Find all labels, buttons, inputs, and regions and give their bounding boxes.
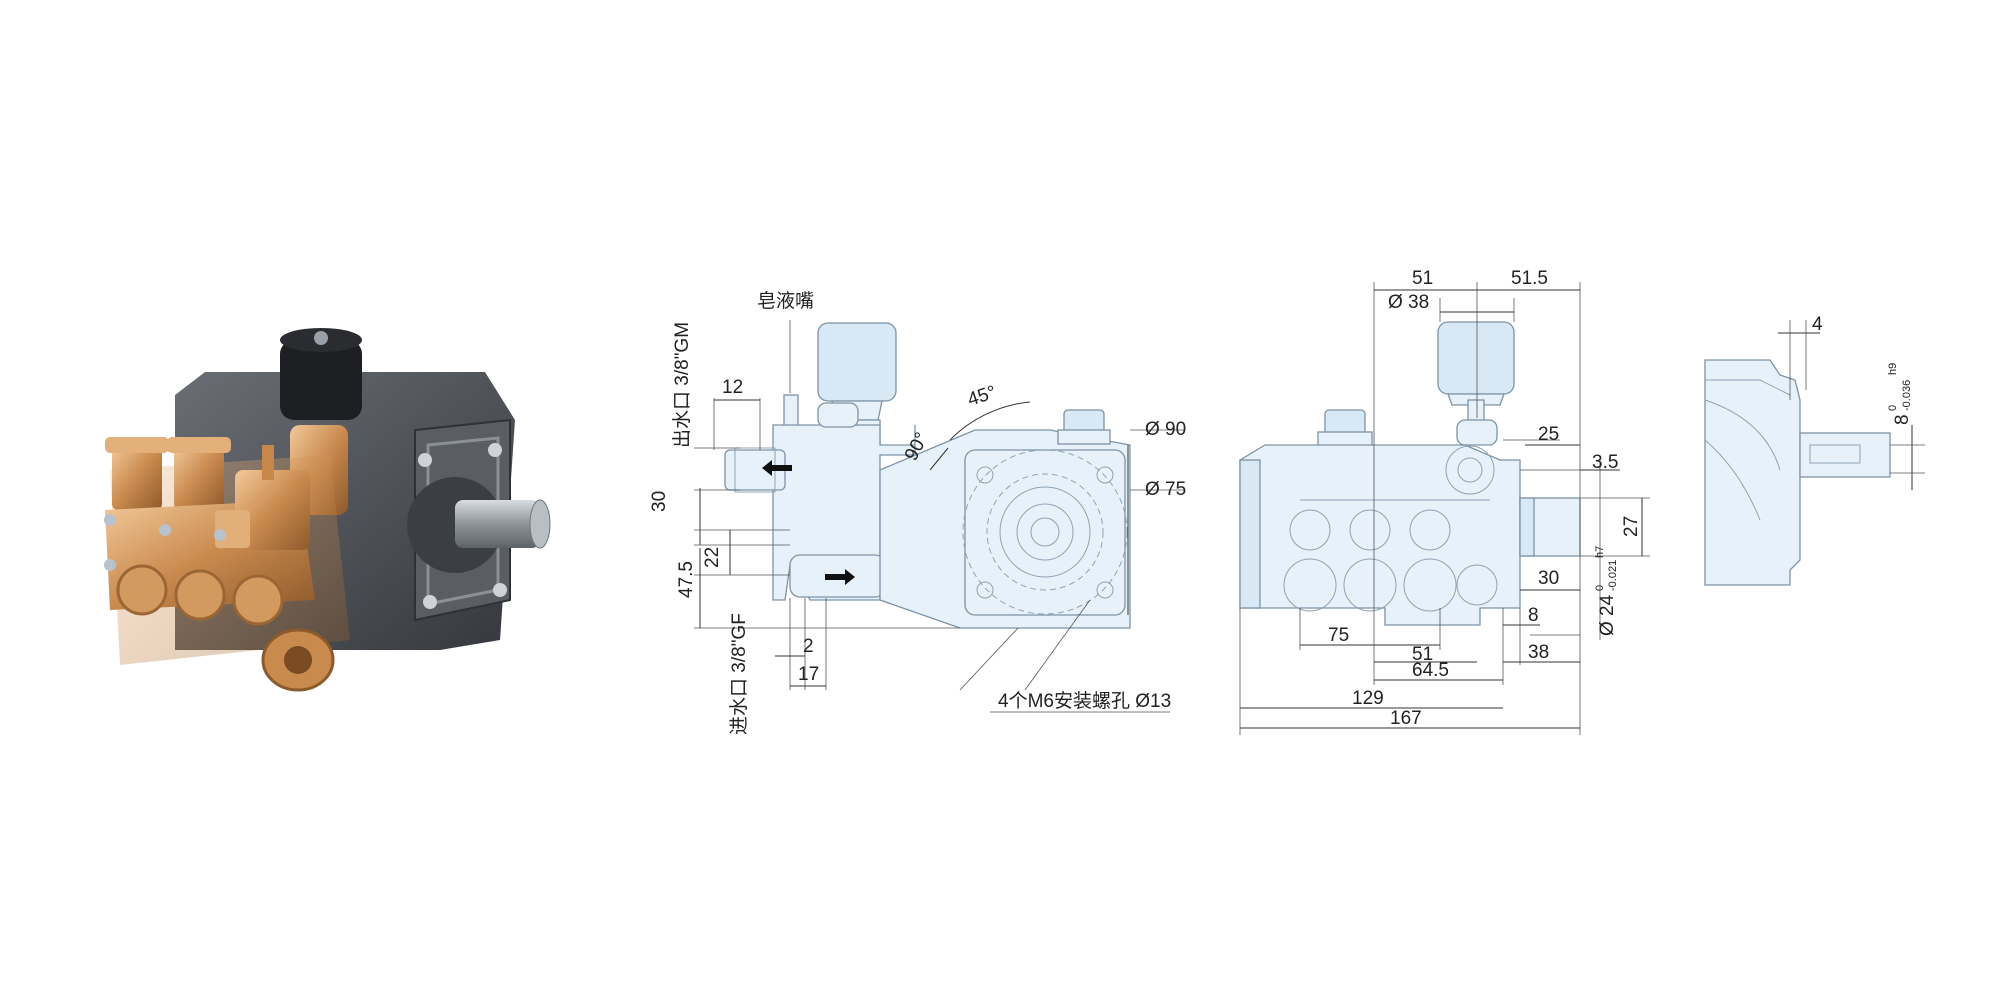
dim-38: 38	[1528, 642, 1549, 663]
soap-nozzle-label: 皂液嘴	[757, 290, 814, 312]
dia-75: Ø 75	[1145, 479, 1186, 500]
dim-27: 27	[1621, 516, 1642, 537]
dim-3-5: 3.5	[1592, 452, 1618, 473]
key-width: 8	[1892, 414, 1913, 425]
outlet-label: 出水口 3/8"GM	[671, 322, 693, 448]
dim-51-5: 51.5	[1511, 268, 1548, 289]
inlet-label: 进水口 3/8"GF	[728, 613, 750, 735]
side-view: 皂液嘴 出水口 3/8"GM 进水口 3/8"GF 4个M6安装螺孔 Ø13 1…	[649, 290, 1186, 735]
key-tolerance: 8 0 -0.036 h9	[1887, 363, 1913, 425]
front-view: 51 51.5 Ø 38 25 3.5 27 30 8 38 75 51 64.…	[1239, 268, 1650, 735]
dim-30: 30	[1538, 568, 1559, 589]
dim-2: 2	[803, 636, 814, 657]
dim-51-top: 51	[1412, 268, 1433, 289]
dim-51-bot: 51	[1412, 644, 1433, 665]
dim-25: 25	[1538, 424, 1559, 445]
key-fit: h9	[1887, 363, 1899, 375]
dim-47-5: 47.5	[676, 561, 697, 598]
key-tol-top: 0	[1887, 405, 1899, 411]
key-tol-bot: -0.036	[1901, 380, 1913, 411]
dim-167: 167	[1390, 708, 1422, 729]
dim-8: 8	[1528, 605, 1539, 626]
dim-17: 17	[798, 664, 819, 685]
shaft-fit: h7	[1594, 546, 1606, 558]
shaft-tol-bot: -0.021	[1607, 560, 1619, 591]
dim-129: 129	[1352, 688, 1384, 709]
angle-45: 45°	[965, 382, 999, 411]
dim-12: 12	[722, 377, 743, 398]
dim-30: 30	[649, 491, 670, 512]
dim-22: 22	[702, 547, 723, 568]
dia-90: Ø 90	[1145, 419, 1186, 440]
end-view: 4 8 0 -0.036 h9	[1704, 314, 1925, 586]
dim-4: 4	[1812, 314, 1823, 335]
shaft-tol-top: 0	[1594, 585, 1606, 591]
dim-64-5: 64.5	[1412, 660, 1449, 681]
dia-38: Ø 38	[1388, 292, 1429, 313]
mount-holes-label: 4个M6安装螺孔 Ø13	[998, 690, 1171, 712]
shaft-dia-tolerance: Ø 24 0 -0.021 h7	[1594, 546, 1619, 636]
dim-75: 75	[1328, 625, 1349, 646]
shaft-dia: Ø 24	[1597, 594, 1618, 636]
pump-photo	[104, 328, 551, 692]
